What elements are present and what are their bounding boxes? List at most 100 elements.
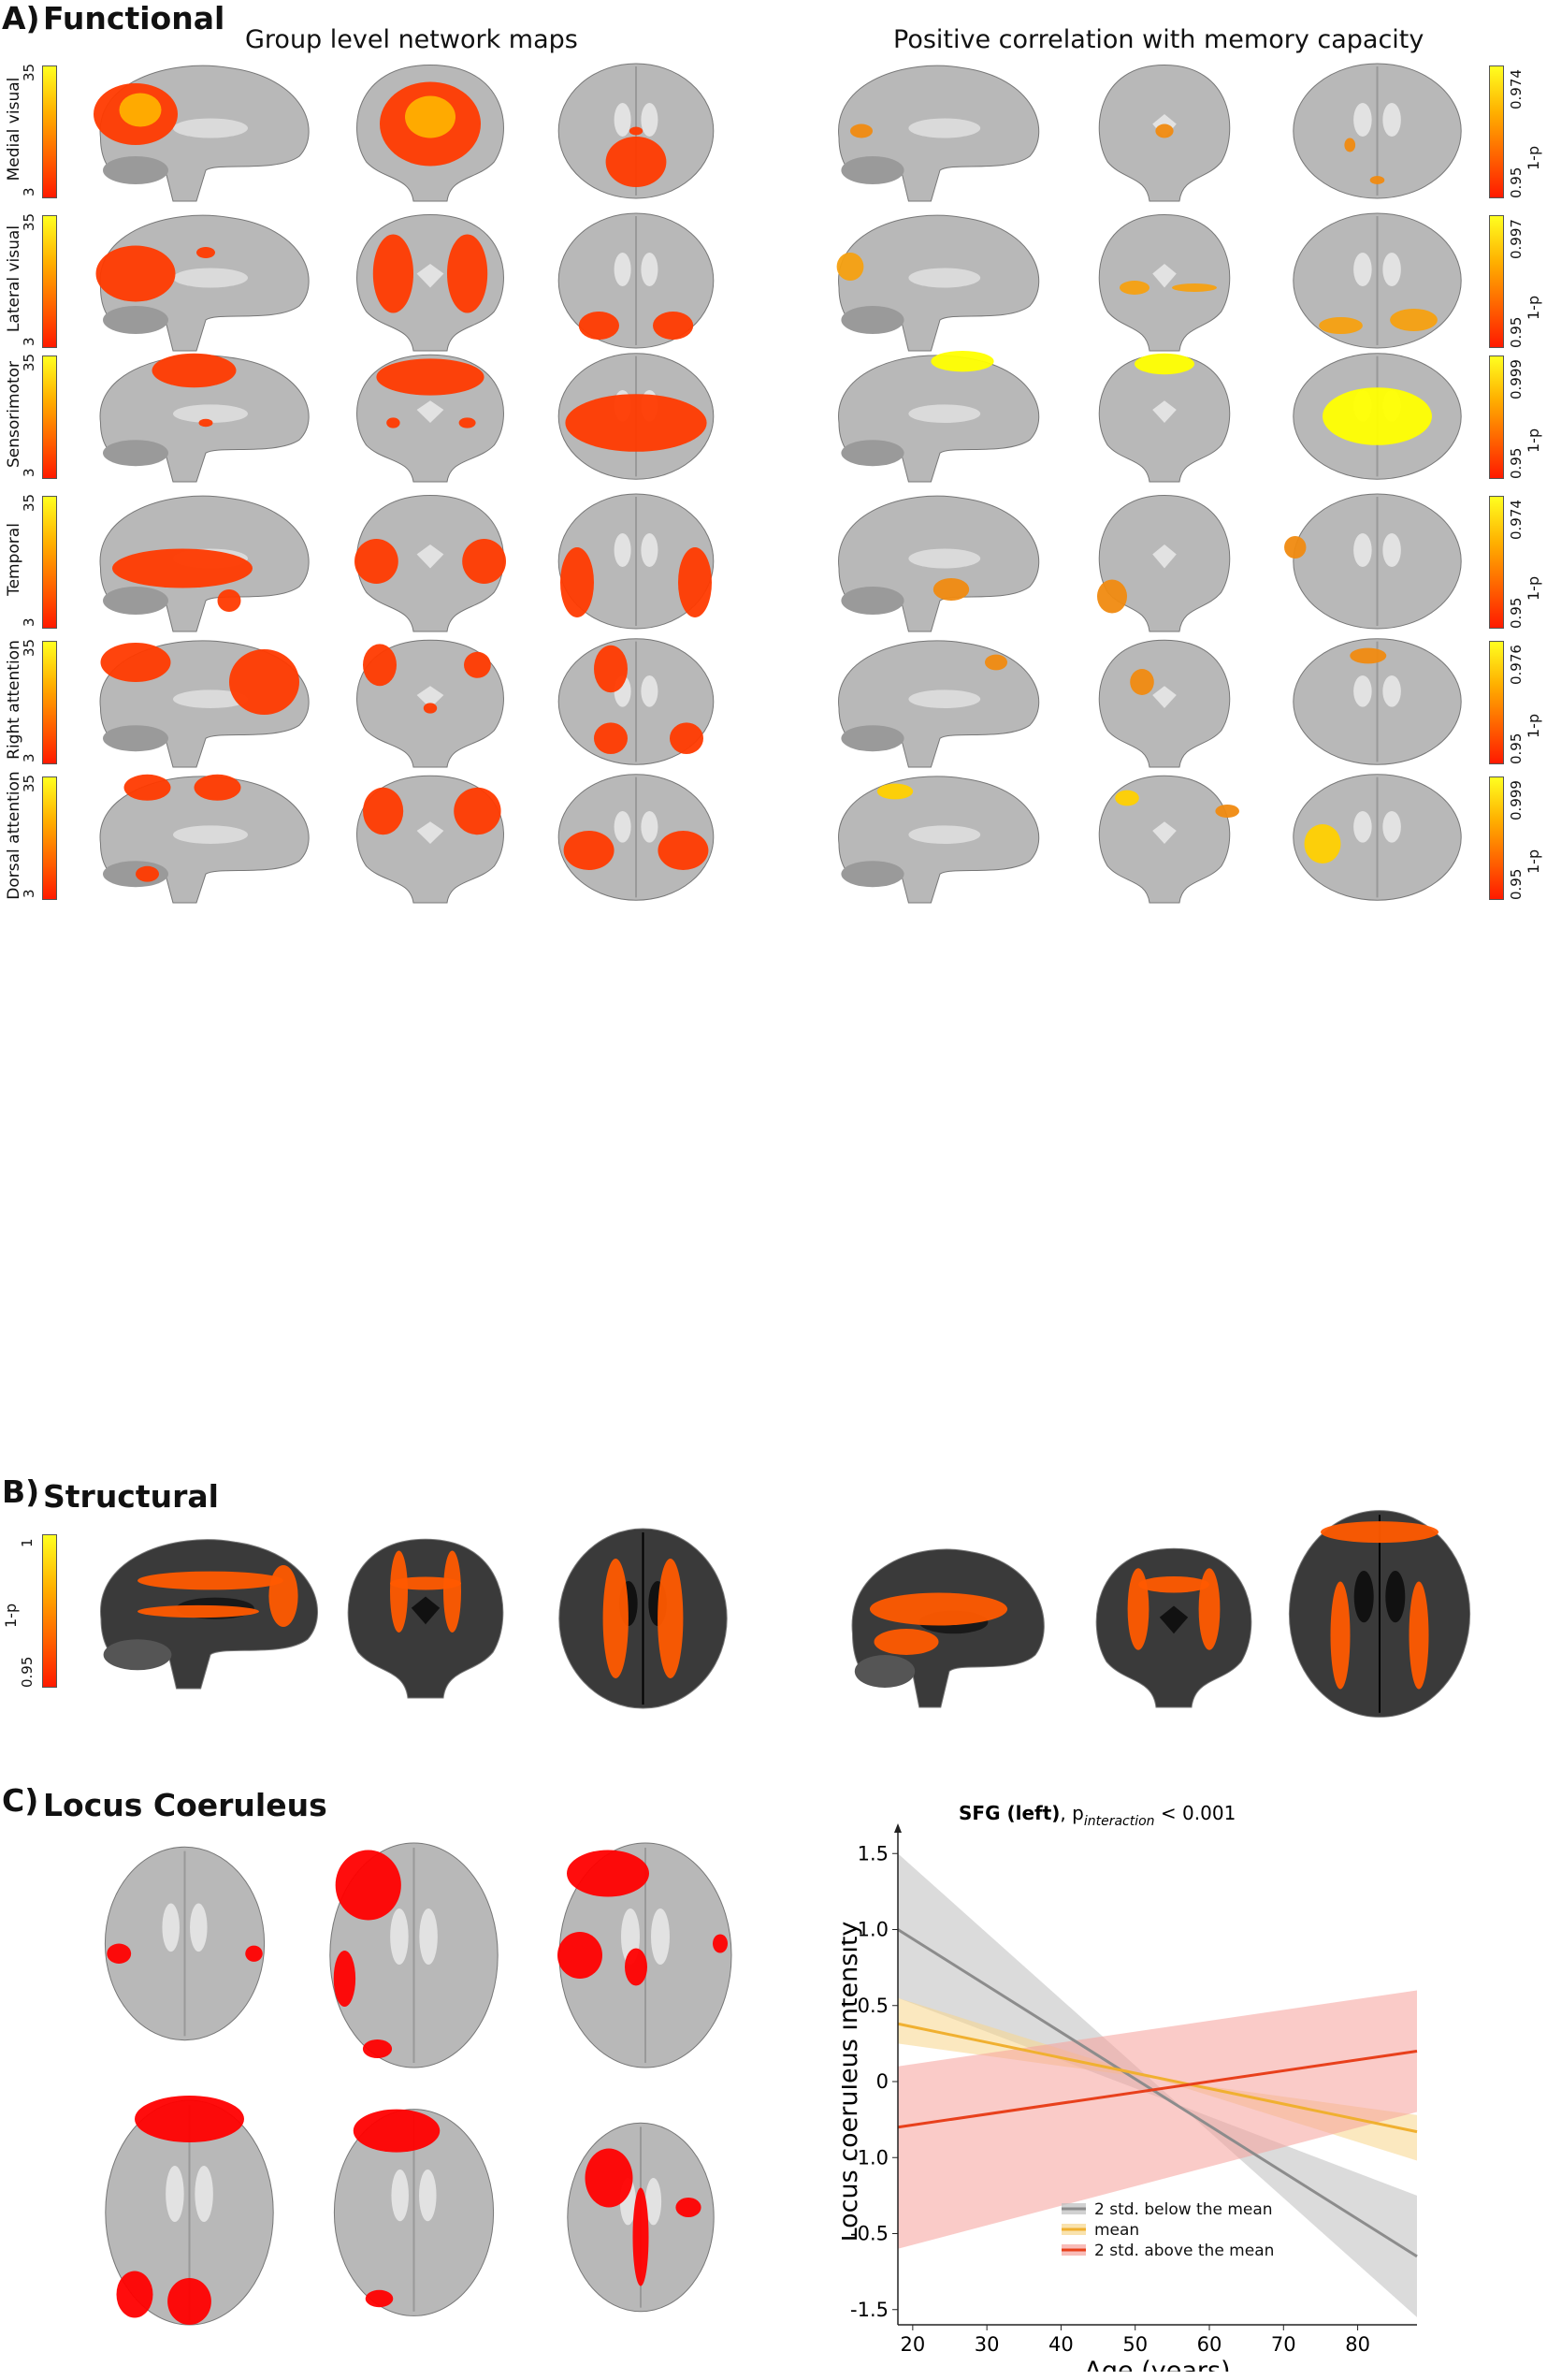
activation-blob — [333, 1951, 356, 2007]
activation-blob — [365, 2289, 394, 2308]
activation-blob — [1097, 579, 1127, 614]
activation-blob — [1172, 283, 1217, 292]
activation-blob — [985, 654, 1007, 671]
group-maps-heading: Group level network maps — [245, 25, 578, 54]
activation-blob — [629, 126, 643, 136]
correlation-colorbar — [1489, 356, 1504, 479]
activation-blob — [116, 2271, 153, 2318]
activation-blob — [136, 865, 159, 882]
activation-blob — [1155, 123, 1174, 138]
structural-coronal-right — [1095, 1547, 1252, 1708]
network-colorbar — [42, 496, 57, 629]
activation-blob — [658, 831, 709, 870]
memory-corr-axial — [1293, 212, 1462, 349]
legend-label: mean — [1094, 2221, 1139, 2240]
chart-title: SFG (left), pinteraction < 0.001 — [959, 1802, 1236, 1829]
correlation-colorbar — [1489, 65, 1504, 198]
activation-blob — [100, 643, 171, 682]
activation-blob — [268, 1565, 298, 1627]
activation-blob — [933, 578, 970, 601]
activation-blob — [167, 2278, 211, 2325]
panel-c-title: Locus Coeruleus — [43, 1787, 327, 1823]
activation-blob — [1390, 309, 1438, 331]
activation-blob — [1344, 138, 1356, 152]
correlation-cbar-min: 0.95 — [1508, 167, 1525, 198]
lc-axial-slice-1 — [104, 1846, 266, 2041]
activation-blob — [363, 644, 397, 687]
network-row-label: Sensorimotor — [5, 361, 23, 469]
network-row-label: Temporal — [5, 523, 23, 596]
activation-blob — [869, 1592, 1008, 1626]
activation-blob — [563, 831, 614, 870]
memory-corr-coronal — [1098, 775, 1239, 904]
network-colorbar — [42, 641, 57, 764]
network-row-label: Medial visual — [5, 77, 23, 181]
activation-blob — [1321, 1521, 1439, 1544]
correlation-cbar-unit: 1-p — [1525, 145, 1542, 170]
activation-blob — [578, 312, 619, 340]
panel-c-letter: C) — [2, 1782, 39, 1819]
group-map-axial — [557, 774, 715, 901]
network-row-label: Lateral visual — [5, 225, 23, 333]
activation-blob — [850, 123, 873, 138]
correlation-cbar-max: 0.999 — [1508, 359, 1525, 399]
y-tick-label: -1.5 — [850, 2299, 889, 2321]
x-tick-label: 20 — [900, 2333, 925, 2356]
panel-b-title: Structural — [43, 1478, 219, 1515]
activation-blob — [605, 137, 667, 187]
activation-blob — [1115, 790, 1139, 806]
memory-corr-coronal — [1098, 64, 1231, 202]
activation-blob — [462, 539, 506, 584]
structural-sagittal-left — [100, 1539, 318, 1690]
activation-blob — [376, 358, 484, 396]
activation-blob — [335, 1850, 401, 1921]
correlation-cbar-min: 0.95 — [1508, 597, 1525, 629]
y-tick-label: 0.5 — [858, 1995, 889, 2017]
memory-corr-sagittal — [838, 65, 1040, 202]
activation-blob — [372, 234, 413, 313]
memory-corr-sagittal — [838, 640, 1040, 768]
activation-blob — [602, 1559, 629, 1678]
series-line — [897, 2022, 1418, 2134]
activation-blob — [454, 787, 501, 835]
activation-blob — [229, 649, 299, 715]
correlation-cbar-unit: 1-p — [1525, 713, 1542, 738]
activation-blob — [95, 245, 176, 302]
memory-corr-coronal — [1098, 639, 1231, 768]
legend-label: 2 std. above the mean — [1094, 2242, 1274, 2260]
activation-blob — [405, 95, 455, 138]
activation-blob — [565, 394, 707, 452]
correlation-cbar-min: 0.95 — [1508, 447, 1525, 479]
correlation-cbar-min: 0.95 — [1508, 733, 1525, 764]
group-map-sagittal — [94, 65, 310, 202]
network-row-label: Right attention — [5, 640, 23, 760]
correlation-cbar-min: 0.95 — [1508, 868, 1525, 900]
correlation-cbar-unit: 1-p — [1525, 575, 1542, 601]
correlation-cbar-unit: 1-p — [1525, 849, 1542, 874]
activation-blob — [876, 783, 914, 800]
correlation-cbar-min: 0.95 — [1508, 316, 1525, 348]
group-map-coronal — [356, 639, 504, 768]
memory-corr-axial — [1293, 353, 1462, 480]
activation-blob — [625, 1948, 647, 1986]
activation-blob — [119, 93, 162, 127]
structural-cbar-max: 1 — [19, 1538, 36, 1547]
activation-blob — [670, 722, 703, 754]
lc-axial-slice-6 — [567, 2122, 715, 2313]
lc-axial-slice-4 — [105, 2096, 274, 2326]
memory-correlation-heading: Positive correlation with memory capacit… — [893, 25, 1424, 54]
network-row-label: Dorsal attention — [5, 771, 23, 900]
activation-blob — [107, 1943, 132, 1964]
activation-blob — [874, 1629, 939, 1655]
lc-axial-slice-5 — [333, 2109, 495, 2316]
group-map-axial — [557, 212, 715, 349]
activation-blob — [1304, 824, 1341, 863]
activation-blob — [1350, 647, 1387, 664]
activation-blob — [464, 651, 491, 678]
activation-blob — [1120, 281, 1149, 295]
memory-corr-axial — [1293, 638, 1462, 765]
activation-blob — [653, 312, 694, 340]
activation-blob — [1319, 317, 1363, 334]
network-colorbar — [42, 356, 57, 479]
activation-blob — [447, 234, 488, 313]
